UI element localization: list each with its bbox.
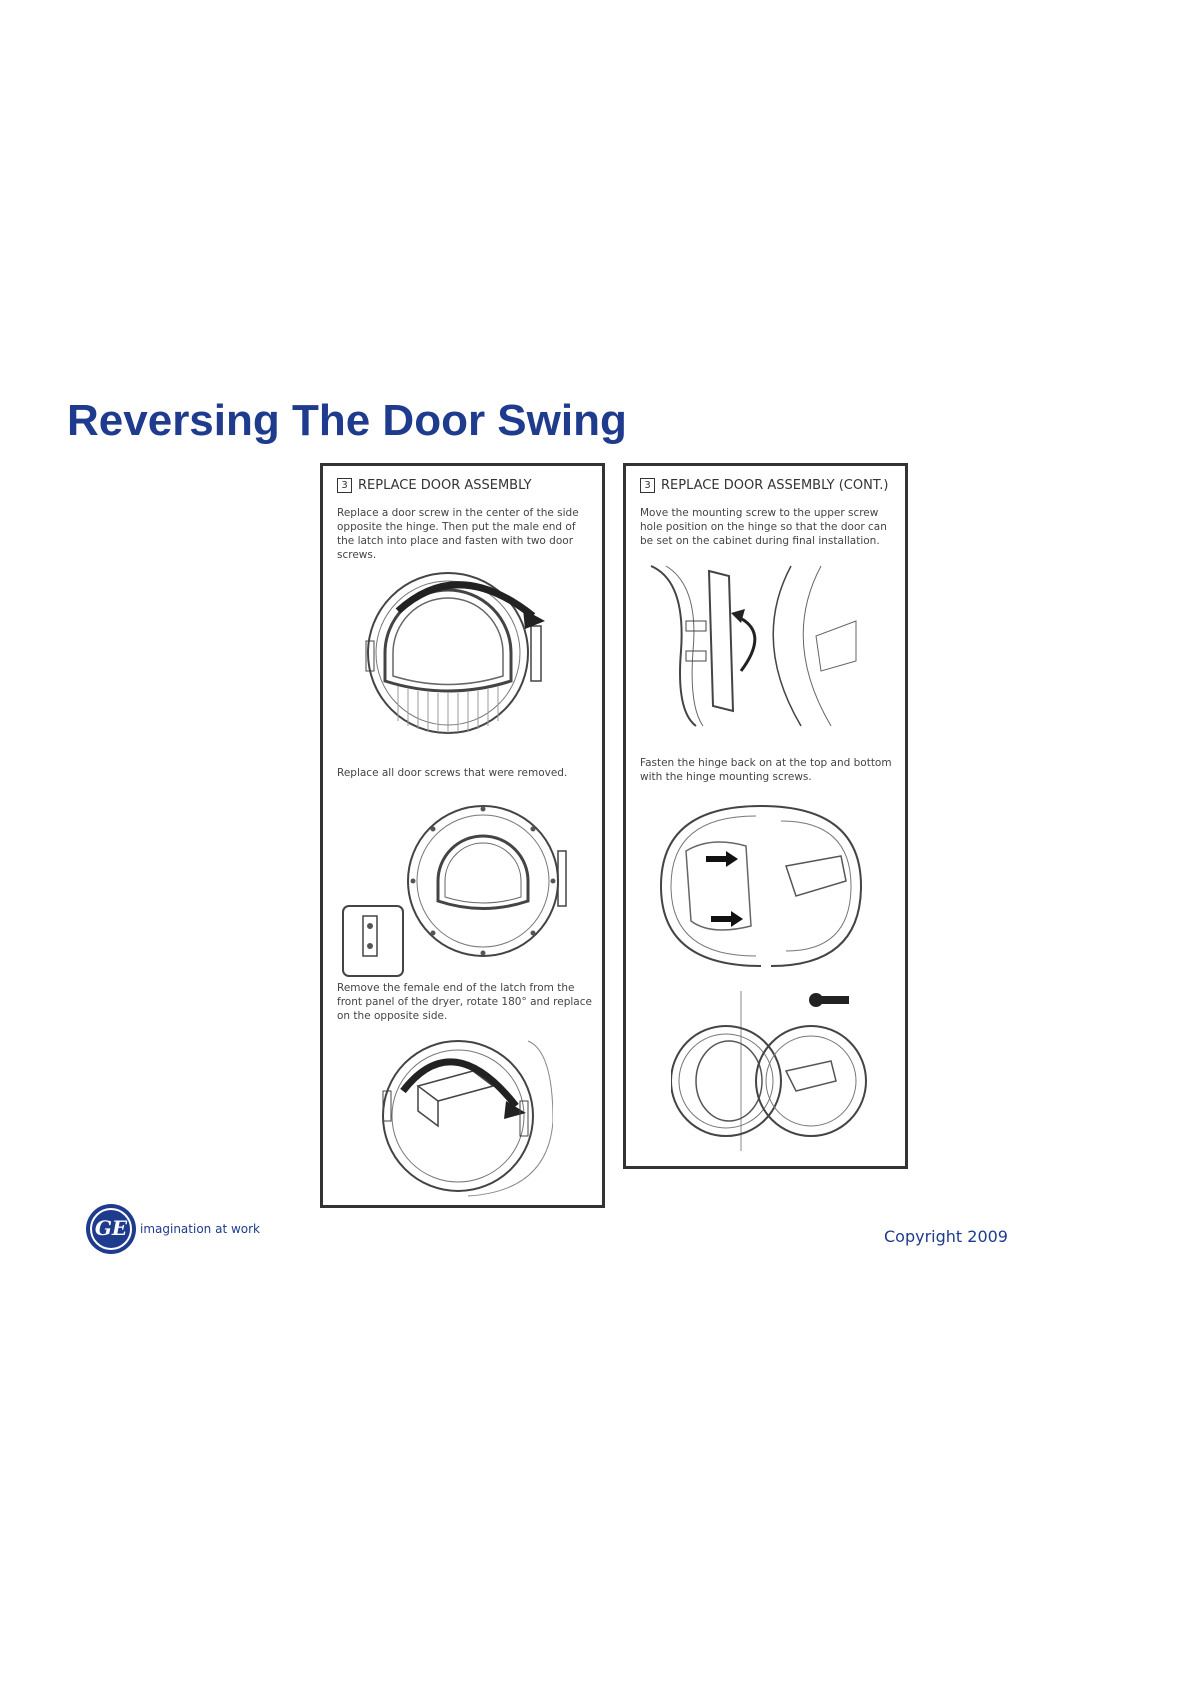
ge-logo: GE imagination at work — [86, 1204, 260, 1254]
instruction-text: Fasten the hinge back on at the top and … — [640, 757, 892, 783]
panel-heading-text: REPLACE DOOR ASSEMBLY — [358, 478, 532, 493]
step-number: 3 — [640, 478, 655, 493]
instruction-panel-right: 3 REPLACE DOOR ASSEMBLY (CONT.) Move the… — [623, 463, 908, 1169]
instruction-text: Replace a door screw in the center of th… — [337, 507, 579, 561]
page-title: Reversing The Door Swing — [67, 396, 627, 445]
instruction-text: Remove the female end of the latch from … — [337, 982, 592, 1022]
step-number: 3 — [337, 478, 352, 493]
instruction-text: Move the mounting screw to the upper scr… — [640, 507, 887, 547]
ge-monogram-icon: GE — [86, 1204, 136, 1254]
panel-heading-text: REPLACE DOOR ASSEMBLY (CONT.) — [661, 478, 889, 493]
door-screws-illustration — [342, 805, 567, 977]
instruction-text: Replace all door screws that were remove… — [337, 767, 568, 779]
copyright-notice: Copyright 2009 — [884, 1227, 1008, 1246]
hinge-screw-illustration — [650, 565, 857, 727]
panel-heading: 3 REPLACE DOOR ASSEMBLY (CONT.) — [640, 478, 888, 493]
panel-heading: 3 REPLACE DOOR ASSEMBLY — [337, 478, 532, 493]
hinge-fasten-illustration — [659, 805, 863, 967]
logo-tagline: imagination at work — [140, 1222, 260, 1236]
instruction-panel-left: 3 REPLACE DOOR ASSEMBLY Replace a door s… — [320, 463, 605, 1208]
latch-rotate-illustration — [382, 1040, 553, 1197]
installed-door-illustration — [671, 991, 867, 1151]
door-illustration-arrow — [365, 572, 545, 734]
